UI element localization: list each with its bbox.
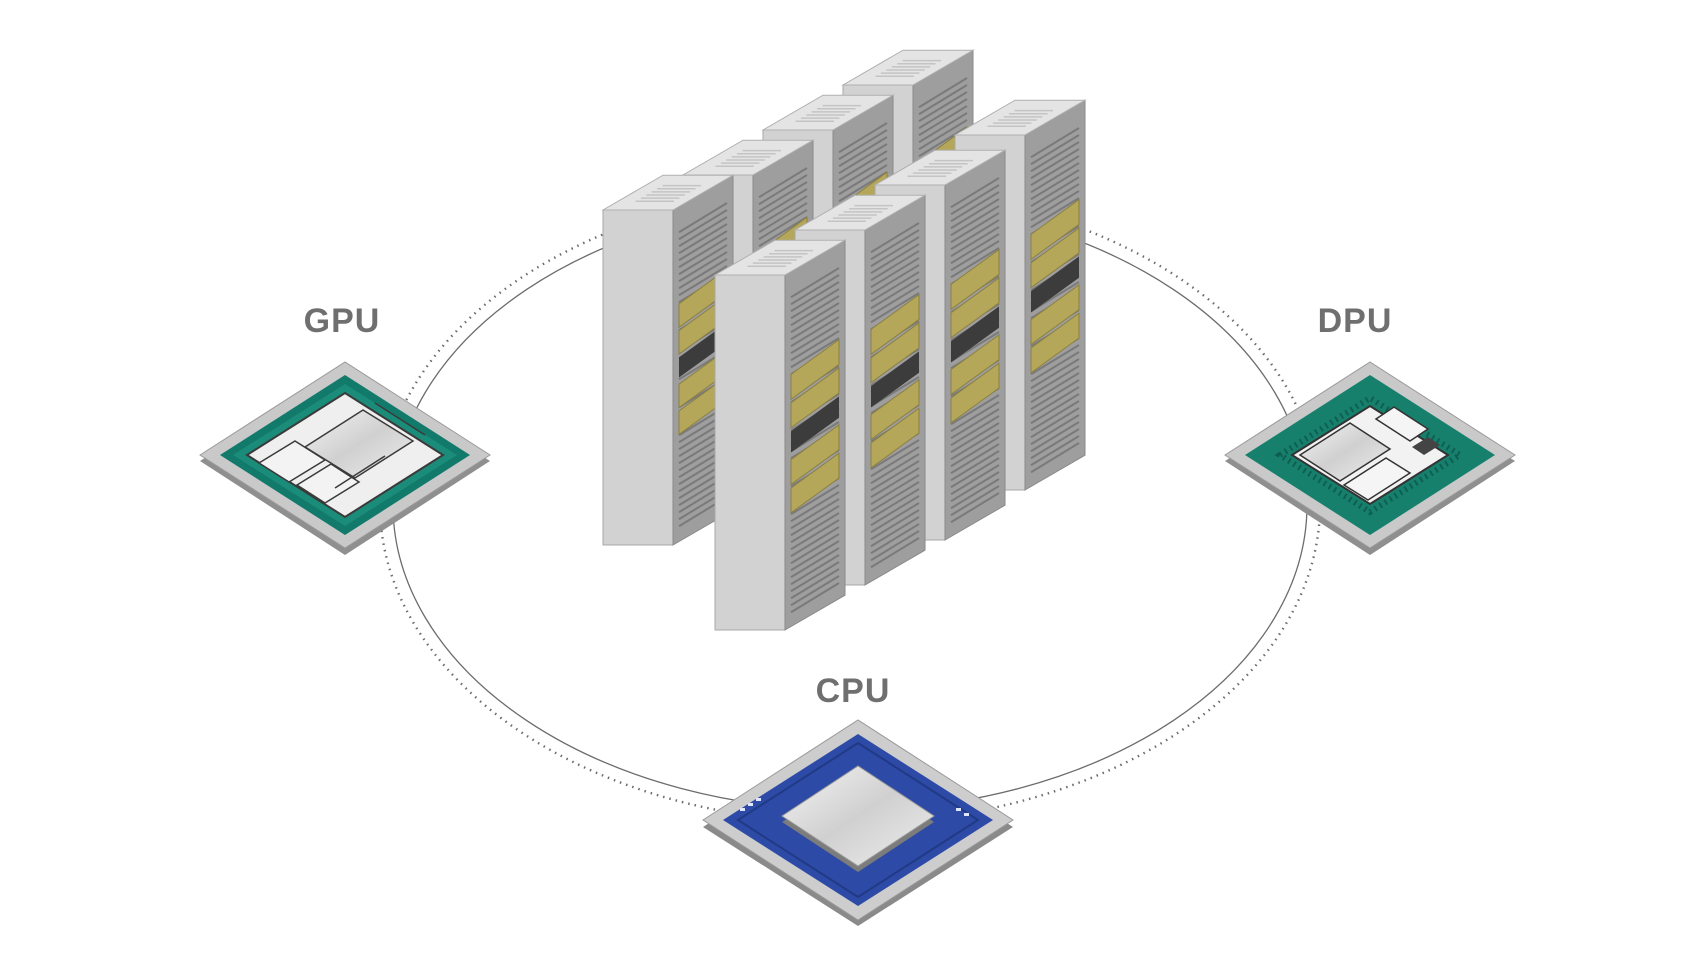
dpu-chip-icon (1224, 361, 1516, 555)
dpu-label: DPU (1317, 302, 1393, 340)
cpu-label: CPU (815, 672, 891, 710)
server-rack-icon (601, 49, 1087, 631)
gpu-label: GPU (303, 302, 381, 340)
gpu-chip-icon (199, 361, 491, 555)
cpu-chip-icon (702, 719, 1014, 926)
